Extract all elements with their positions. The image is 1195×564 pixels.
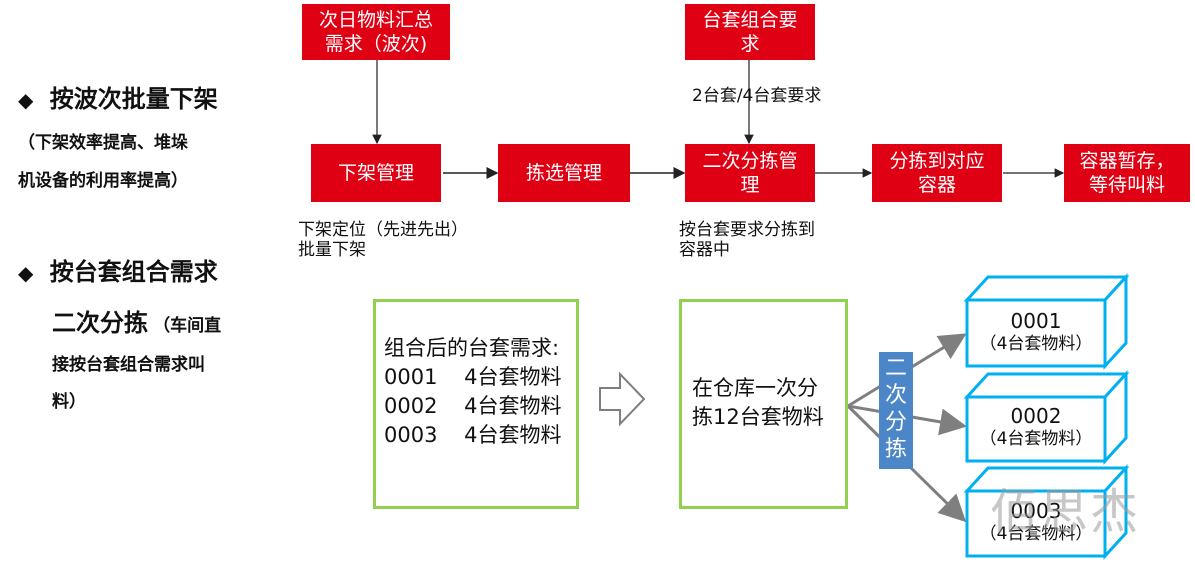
kit-demand-row-3: 0003 4台套物料 [384, 423, 562, 447]
bullet-1-title: 按波次批量下架 [49, 85, 218, 113]
bullet-1: ◆ 按波次批量下架 [18, 84, 218, 115]
step-picking-management: 拣选管理 [498, 144, 630, 202]
first-pick-line-1: 在仓库一次分 [692, 376, 818, 400]
bullet-2-title-2: 二次分拣 [52, 309, 148, 337]
container-2-label: 0002 （4台套物料） [979, 404, 1093, 449]
kit-demand-row-1: 0001 4台套物料 [384, 365, 562, 389]
step-unload-management: 下架管理 [311, 144, 441, 202]
watermark-text: 佰思杰 [990, 484, 1141, 540]
sorting-note: 按台套要求分拣到 容器中 [679, 220, 815, 260]
container-box-2 [963, 370, 1130, 465]
warehouse-first-pick-box: 在仓库一次分 拣12台套物料 [679, 299, 848, 509]
kit-demand-title: 组合后的台套需求: [384, 336, 560, 360]
unload-note: 下架定位（先进先出） 批量下架 [298, 220, 468, 260]
container-box-1 [963, 273, 1130, 370]
bullet-2-title: 按台套组合需求 [49, 258, 218, 286]
bullet-2-sub-inline: （车间直 [153, 316, 222, 336]
kit-requirement-note: 2台套/4台套要求 [692, 86, 822, 106]
step-sort-to-container: 分拣到对应容器 [872, 144, 1002, 202]
bullet-2-line2: 二次分拣 （车间直 [52, 308, 221, 342]
step-secondary-sorting: 二次分拣管理 [685, 144, 815, 202]
first-pick-line-2: 拣12台套物料 [692, 405, 824, 429]
hollow-right-arrow-icon [599, 371, 646, 427]
step-container-staging: 容器暂存，等待叫料 [1064, 144, 1190, 202]
bullet-2-sub-3: 料） [52, 392, 86, 412]
container-3-label: 0003 （4台套物料） [979, 499, 1093, 544]
bullet-1-sub-1: （下架效率提高、堆垛 [18, 133, 188, 153]
secondary-sort-label: 二 次 分 拣 [879, 352, 913, 469]
diamond-bullet-icon: ◆ [18, 261, 34, 285]
combined-kit-demand-box: 组合后的台套需求: 0001 4台套物料 0002 4台套物料 0003 4台套… [373, 299, 579, 509]
kit-demand-row-2: 0002 4台套物料 [384, 394, 562, 418]
diamond-bullet-icon: ◆ [18, 88, 34, 112]
kit-demand-box: 台套组合要求 [685, 4, 815, 60]
container-1-label: 0001 （4台套物料） [979, 309, 1093, 354]
bullet-1-sub-2: 机设备的利用率提高） [18, 171, 188, 191]
next-day-demand-box: 次日物料汇总需求（波次) [302, 4, 450, 60]
bullet-2: ◆ 按台套组合需求 [18, 257, 218, 288]
bullet-2-sub-2: 接按台套组合需求叫 [52, 355, 205, 375]
container-box-3 [963, 464, 1130, 560]
